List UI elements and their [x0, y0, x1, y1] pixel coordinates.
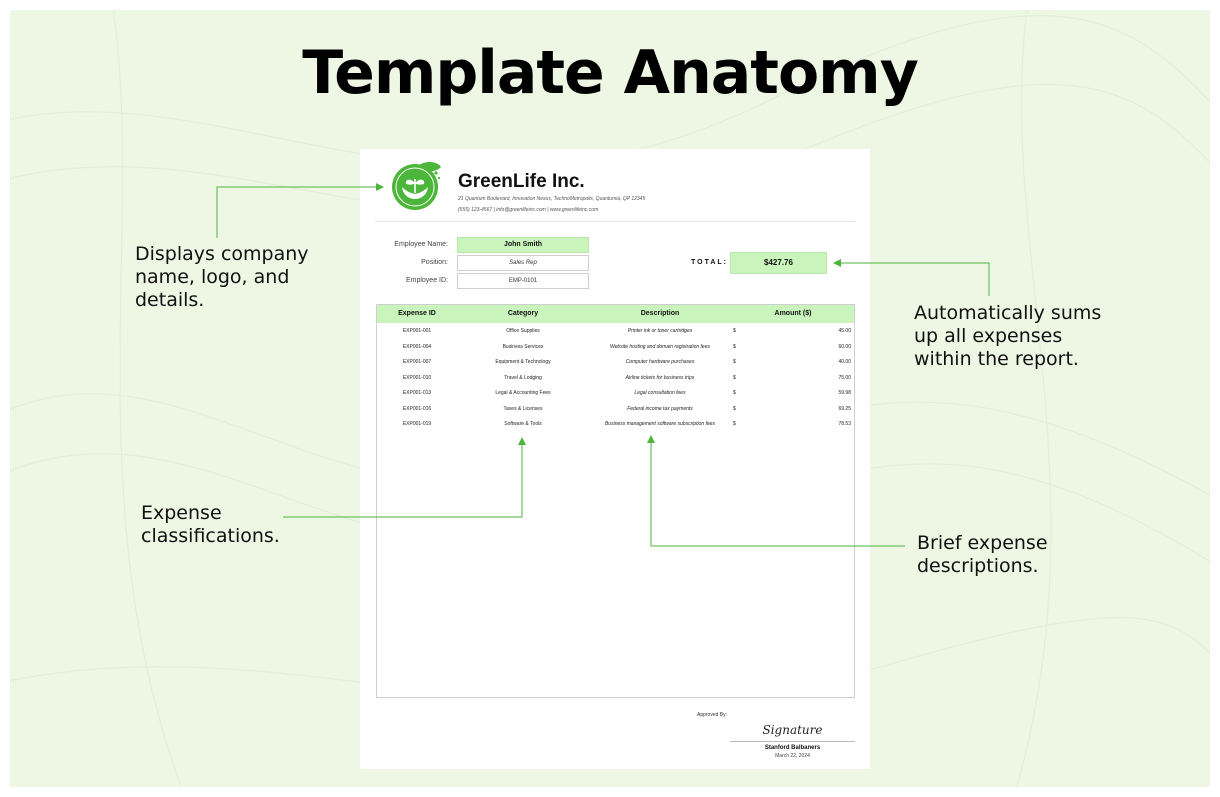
callout-description: Brief expense descriptions. — [917, 532, 1048, 578]
callout-text-line: name, logo, and — [135, 266, 290, 288]
cell-description: Legal consultation fees — [634, 390, 686, 396]
cell-currency: $ — [733, 359, 736, 365]
cell-category: Equipment & Technology — [495, 359, 551, 365]
approval-date: March 22, 2024 — [775, 753, 810, 759]
callout-text-line: Automatically sums — [914, 302, 1102, 324]
table-row: EXP001-013 Legal & Accounting Fees Legal… — [377, 386, 854, 401]
callout-text-line: Displays company — [135, 243, 309, 265]
column-header-expense-id: Expense ID — [398, 310, 436, 317]
cell-amount: 40.00 — [838, 359, 851, 365]
cell-description: Printer ink or toner cartridges — [627, 328, 693, 334]
signature-line — [730, 741, 855, 742]
cell-expense-id: EXP001-013 — [402, 390, 432, 396]
cell-currency: $ — [733, 421, 736, 427]
signature: Signature — [762, 723, 823, 737]
company-name: GreenLife Inc. — [458, 171, 585, 192]
callout-text-line: Expense — [141, 502, 222, 524]
cell-description: Airline tickets for business trips — [625, 374, 695, 381]
position-field[interactable]: Sales Rep — [457, 255, 589, 271]
cell-amount: 45.00 — [838, 328, 851, 334]
cell-expense-id: EXP001-019 — [402, 421, 432, 427]
cell-description: Business management software subscriptio… — [604, 421, 716, 427]
callout-text-line: Brief expense — [917, 532, 1048, 554]
table-header-row: Expense ID Category Description Amount (… — [377, 305, 854, 323]
table-row: EXP001-010 Travel & Lodging Airline tick… — [377, 371, 854, 386]
table-row: EXP001-001 Office Supplies Printer ink o… — [377, 324, 854, 339]
company-contact: (555) 123-4567 | info@greenlifeinc.com |… — [458, 207, 599, 213]
cell-category: Travel & Lodging — [504, 374, 542, 381]
cell-expense-id: EXP001-007 — [402, 359, 432, 365]
cell-category: Business Services — [502, 343, 544, 350]
company-address: 21 Quantum Boulevard, Innovation Nexus, … — [458, 196, 646, 202]
table-row: EXP001-004 Business Services Website hos… — [377, 340, 854, 355]
table-row: EXP001-007 Equipment & Technology Comput… — [377, 355, 854, 370]
cell-amount: 60.00 — [838, 343, 851, 350]
approved-by-label: Approved By: — [697, 712, 728, 718]
cell-currency: $ — [733, 390, 736, 396]
cell-currency: $ — [733, 328, 736, 334]
employee-name-field[interactable]: John Smith — [457, 237, 589, 253]
column-header-amount: Amount ($) — [774, 310, 812, 317]
approver-name: Stanford Balbaners — [764, 745, 821, 751]
cell-amount: 78.53 — [838, 421, 851, 427]
column-header-description: Description — [640, 310, 680, 317]
callout-text-line: details. — [135, 289, 205, 311]
employee-id-label: Employee ID: — [405, 277, 448, 284]
cell-description: Federal income tax payments — [627, 405, 693, 412]
expense-report-document: GreenLife Inc. 21 Quantum Boulevard, Inn… — [360, 149, 870, 769]
cell-description: Computer hardware purchases — [625, 359, 695, 365]
cell-currency: $ — [733, 405, 736, 412]
cell-expense-id: EXP001-010 — [402, 374, 432, 381]
cell-amount: 69.25 — [838, 405, 851, 412]
leaf-hands-logo-icon — [392, 161, 441, 210]
callout-text-line: up all expenses — [914, 325, 1063, 347]
total-label: TOTAL: — [691, 259, 729, 266]
page-title: Template Anatomy — [302, 38, 919, 108]
callout-text-line: within the report. — [914, 348, 1079, 370]
cell-expense-id: EXP001-016 — [402, 405, 432, 412]
callout-company: Displays company name, logo, and details… — [135, 243, 309, 312]
cell-category: Legal & Accounting Fees — [495, 390, 551, 396]
employee-id-field[interactable]: EMP-0101 — [457, 273, 589, 289]
column-header-category: Category — [507, 310, 539, 317]
total-value: $427.76 — [730, 252, 827, 274]
cell-currency: $ — [733, 374, 736, 381]
callout-text-line: classifications. — [141, 525, 280, 547]
cell-expense-id: EXP001-001 — [402, 328, 432, 334]
cell-category: Office Supplies — [506, 328, 540, 334]
employee-name-label: Employee Name: — [394, 241, 448, 248]
cell-expense-id: EXP001-004 — [402, 343, 432, 350]
callout-category: Expense classifications. — [141, 502, 280, 548]
expense-table: Expense ID Category Description Amount (… — [376, 304, 855, 698]
cell-category: Taxes & Licenses — [503, 405, 543, 412]
callout-total: Automatically sums up all expenses withi… — [914, 302, 1101, 371]
header-divider — [375, 221, 855, 222]
position-label: Position: — [421, 259, 448, 266]
cell-amount: 75.00 — [838, 374, 851, 381]
cell-currency: $ — [733, 343, 736, 350]
cell-description: Website hosting and domain registration … — [610, 343, 710, 350]
table-row: EXP001-019 Software & Tools Business man… — [377, 417, 854, 432]
table-row: EXP001-016 Taxes & Licenses Federal inco… — [377, 402, 854, 417]
callout-text-line: descriptions. — [917, 555, 1039, 577]
cell-amount: 59.98 — [838, 390, 851, 396]
cell-category: Software & Tools — [504, 421, 542, 427]
